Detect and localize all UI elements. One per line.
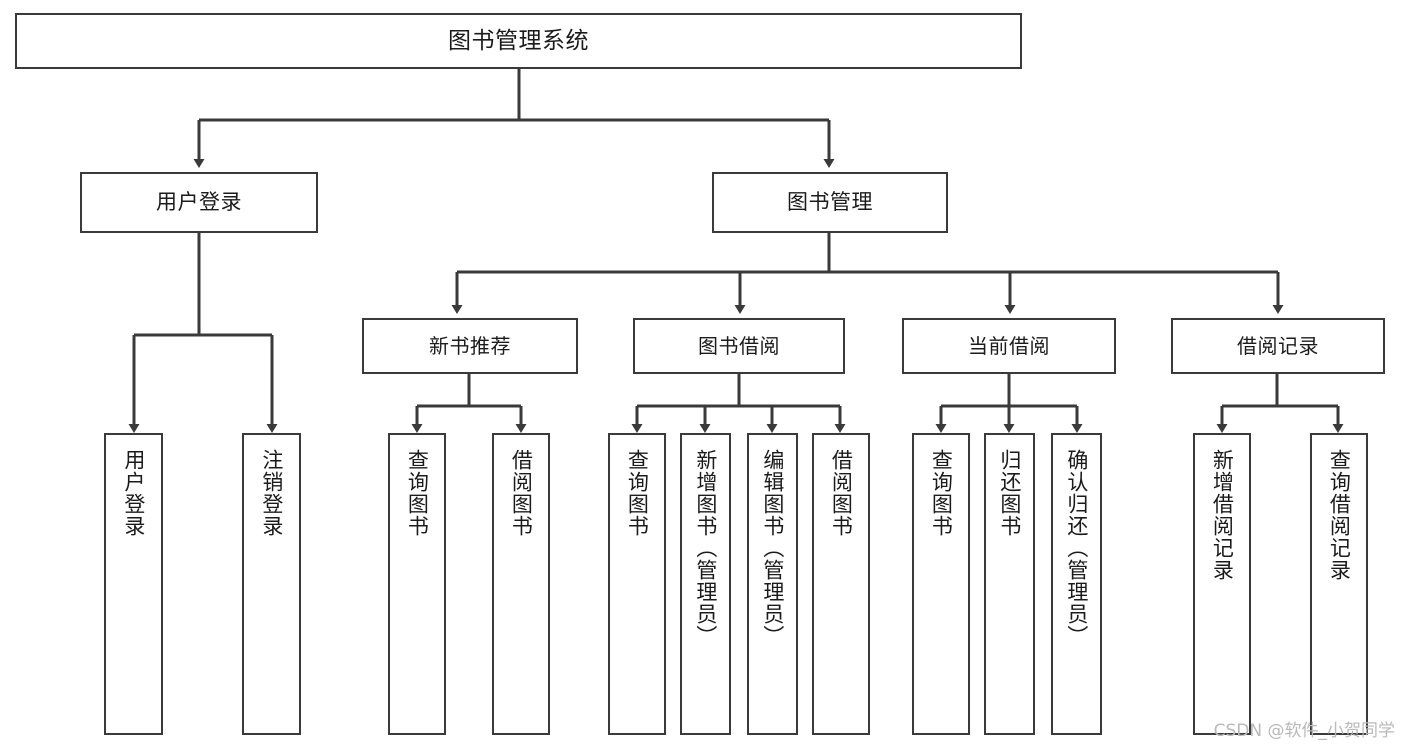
node-label: 查询借阅记录: [1327, 449, 1352, 581]
leaf-book-borrow-query-book[interactable]: 查询图书: [608, 433, 666, 735]
leaf-new-book-query-book[interactable]: 查询图书: [388, 433, 446, 735]
node-label: 确认归还（管理员）: [1064, 449, 1089, 647]
leaf-current-borrow-query-book[interactable]: 查询图书: [912, 433, 970, 735]
node-user-login[interactable]: 用户登录: [80, 172, 318, 233]
leaf-user-login-logout[interactable]: 注销登录: [242, 433, 301, 735]
node-label: 查询图书: [929, 449, 954, 537]
leaf-current-borrow-confirm-return-admin[interactable]: 确认归还（管理员）: [1051, 433, 1102, 735]
node-book-management[interactable]: 图书管理: [712, 172, 948, 233]
node-label: 借阅图书: [829, 449, 854, 537]
leaf-book-borrow-add-book-admin[interactable]: 新增图书（管理员）: [680, 433, 731, 735]
node-label: 新增借阅记录: [1210, 449, 1235, 581]
leaf-borrow-record-query-record[interactable]: 查询借阅记录: [1310, 433, 1368, 735]
node-label: 借阅记录: [1237, 333, 1319, 358]
node-label: 编辑图书（管理员）: [760, 449, 785, 647]
node-label: 当前借阅: [968, 333, 1050, 358]
node-label: 查询图书: [405, 449, 430, 537]
node-label: 图书借阅: [698, 333, 780, 358]
node-label: 归还图书: [997, 449, 1022, 537]
node-current-borrow[interactable]: 当前借阅: [902, 318, 1116, 374]
node-label: 用户登录: [121, 449, 146, 537]
node-label: 图书管理: [787, 190, 873, 215]
node-borrow-record[interactable]: 借阅记录: [1171, 318, 1385, 374]
node-label: 注销登录: [259, 449, 284, 537]
leaf-book-borrow-borrow-book[interactable]: 借阅图书: [812, 433, 870, 735]
node-label: 用户登录: [156, 190, 242, 215]
csdn-watermark: CSDN @软件_小贺同学: [1213, 721, 1395, 741]
node-label: 新书推荐: [429, 333, 511, 358]
node-label: 借阅图书: [509, 449, 534, 537]
node-label: 图书管理系统: [448, 27, 589, 54]
leaf-book-borrow-edit-book-admin[interactable]: 编辑图书（管理员）: [747, 433, 798, 735]
leaf-user-login-login[interactable]: 用户登录: [104, 433, 163, 735]
node-book-borrow[interactable]: 图书借阅: [633, 318, 845, 374]
node-label: 查询图书: [625, 449, 650, 537]
leaf-borrow-record-add-record[interactable]: 新增借阅记录: [1193, 433, 1251, 735]
leaf-new-book-borrow-book[interactable]: 借阅图书: [492, 433, 550, 735]
node-new-book-recommend[interactable]: 新书推荐: [362, 318, 578, 374]
node-label: 新增图书（管理员）: [693, 449, 718, 647]
node-root-system[interactable]: 图书管理系统: [15, 13, 1022, 69]
leaf-current-borrow-return-book[interactable]: 归还图书: [984, 433, 1035, 735]
